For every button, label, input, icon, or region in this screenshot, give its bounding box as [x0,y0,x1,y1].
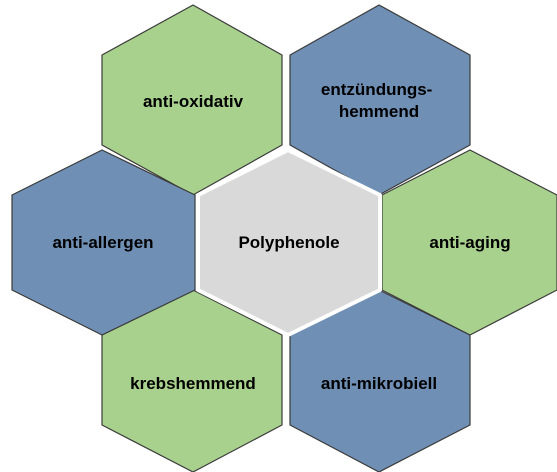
hex-anti-oxidativ-shape [101,4,283,196]
hex-anti-mikrobiell-label: anti-mikrobiell [321,374,437,393]
hex-anti-allergen: anti-allergen [11,149,196,336]
hex-anti-allergen-label: anti-allergen [52,233,153,252]
hex-anti-oxidativ-line-1: anti-oxidativ [143,92,244,111]
hex-center-shape [196,148,382,337]
hex-anti-oxidativ-label: anti-oxidativ [143,92,244,111]
hex-krebshemmend-label: krebshemmend [130,374,256,393]
hex-anti-mikrobiell: anti-mikrobiell [289,289,471,472]
hex-anti-aging-label: anti-aging [429,233,510,252]
hex-entzuendungshemmend-shape [289,4,471,196]
hex-entzuendungshemmend-line-1: entzündungs- [321,80,432,99]
hex-krebshemmend-line-1: krebshemmend [130,374,256,393]
hex-anti-mikrobiell-line-1: anti-mikrobiell [321,374,437,393]
hex-entzuendungshemmend-line-2: hemmend [339,102,419,121]
hex-krebshemmend: krebshemmend [101,289,283,472]
hex-center-label: Polyphenole [238,233,339,252]
hex-anti-oxidativ: anti-oxidativ [101,4,283,196]
hex-center: Polyphenole [196,148,382,337]
hex-anti-aging-line-1: anti-aging [429,233,510,252]
hex-anti-allergen-line-1: anti-allergen [52,233,153,252]
hex-entzuendungshemmend: entzündungs- hemmend [289,4,471,196]
hex-entzuendungshemmend-label: entzündungs- hemmend [321,80,437,121]
hex-anti-allergen-shape [11,149,196,336]
